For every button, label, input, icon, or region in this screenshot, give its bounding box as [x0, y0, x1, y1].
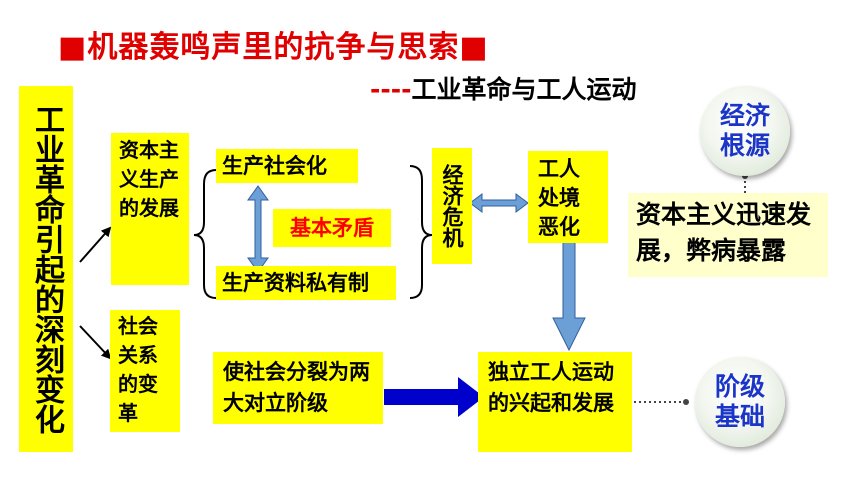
note-box: 资本主义迅速发展，弊病暴露: [628, 193, 828, 277]
page-subtitle: ----工业革命与工人运动: [370, 70, 637, 106]
main-box-label: 工业革命引起的深刻变化: [29, 104, 64, 434]
down-arrow: [552, 241, 586, 352]
workers-worsen-box: 工人处境恶化: [528, 151, 608, 243]
socialization-label: 生产社会化: [222, 154, 327, 178]
contradiction-box: 基本矛盾: [273, 209, 391, 247]
contradiction-label: 基本矛盾: [290, 216, 374, 240]
social-relations-label: 社会关系的变革: [118, 314, 158, 425]
subtitle-text: 工业革命与工人运动: [411, 75, 637, 104]
crisis-workers-double-arrow: [469, 193, 529, 213]
capitalist-production-label: 资本主义生产的发展: [119, 138, 179, 220]
arrow-to-capitalist-production: [79, 226, 112, 263]
society-split-box: 使社会分裂为两大对立阶级: [213, 352, 383, 424]
workers-worsen-label: 工人处境恶化: [538, 157, 580, 239]
economic-root-label: 经济根源: [719, 101, 770, 160]
class-basis-label: 阶级基础: [714, 372, 765, 431]
subtitle-dashes: ----: [370, 75, 412, 104]
social-relations-box: 社会关系的变革: [110, 310, 180, 432]
economic-crisis-box: 经济危机: [432, 148, 472, 264]
page-title: ■机器轰鸣声里的抗争与思索■: [58, 30, 489, 65]
capitalist-production-box: 资本主义生产的发展: [111, 133, 189, 285]
left-brace: [193, 169, 217, 299]
socialization-box: 生产社会化: [216, 149, 358, 183]
economic-root-circle: 经济根源: [700, 86, 790, 176]
economic-crisis-label: 经济危机: [440, 164, 464, 248]
private-ownership-box: 生产资料私有制: [216, 266, 396, 300]
independent-movement-label: 独立工人运动的兴起和发展: [488, 360, 614, 415]
class-basis-circle: 阶级基础: [695, 357, 785, 447]
note-label: 资本主义迅速发展，弊病暴露: [636, 200, 812, 265]
big-right-arrow: [384, 377, 484, 417]
arrow-to-social-relations: [79, 325, 112, 360]
society-split-label: 使社会分裂为两大对立阶级: [223, 360, 370, 415]
main-box: 工业革命引起的深刻变化: [19, 86, 73, 452]
independent-movement-box: 独立工人运动的兴起和发展: [478, 352, 632, 452]
right-brace: [409, 165, 433, 299]
private-ownership-label: 生产资料私有制: [222, 271, 369, 295]
contradiction-double-arrow: [247, 185, 269, 273]
